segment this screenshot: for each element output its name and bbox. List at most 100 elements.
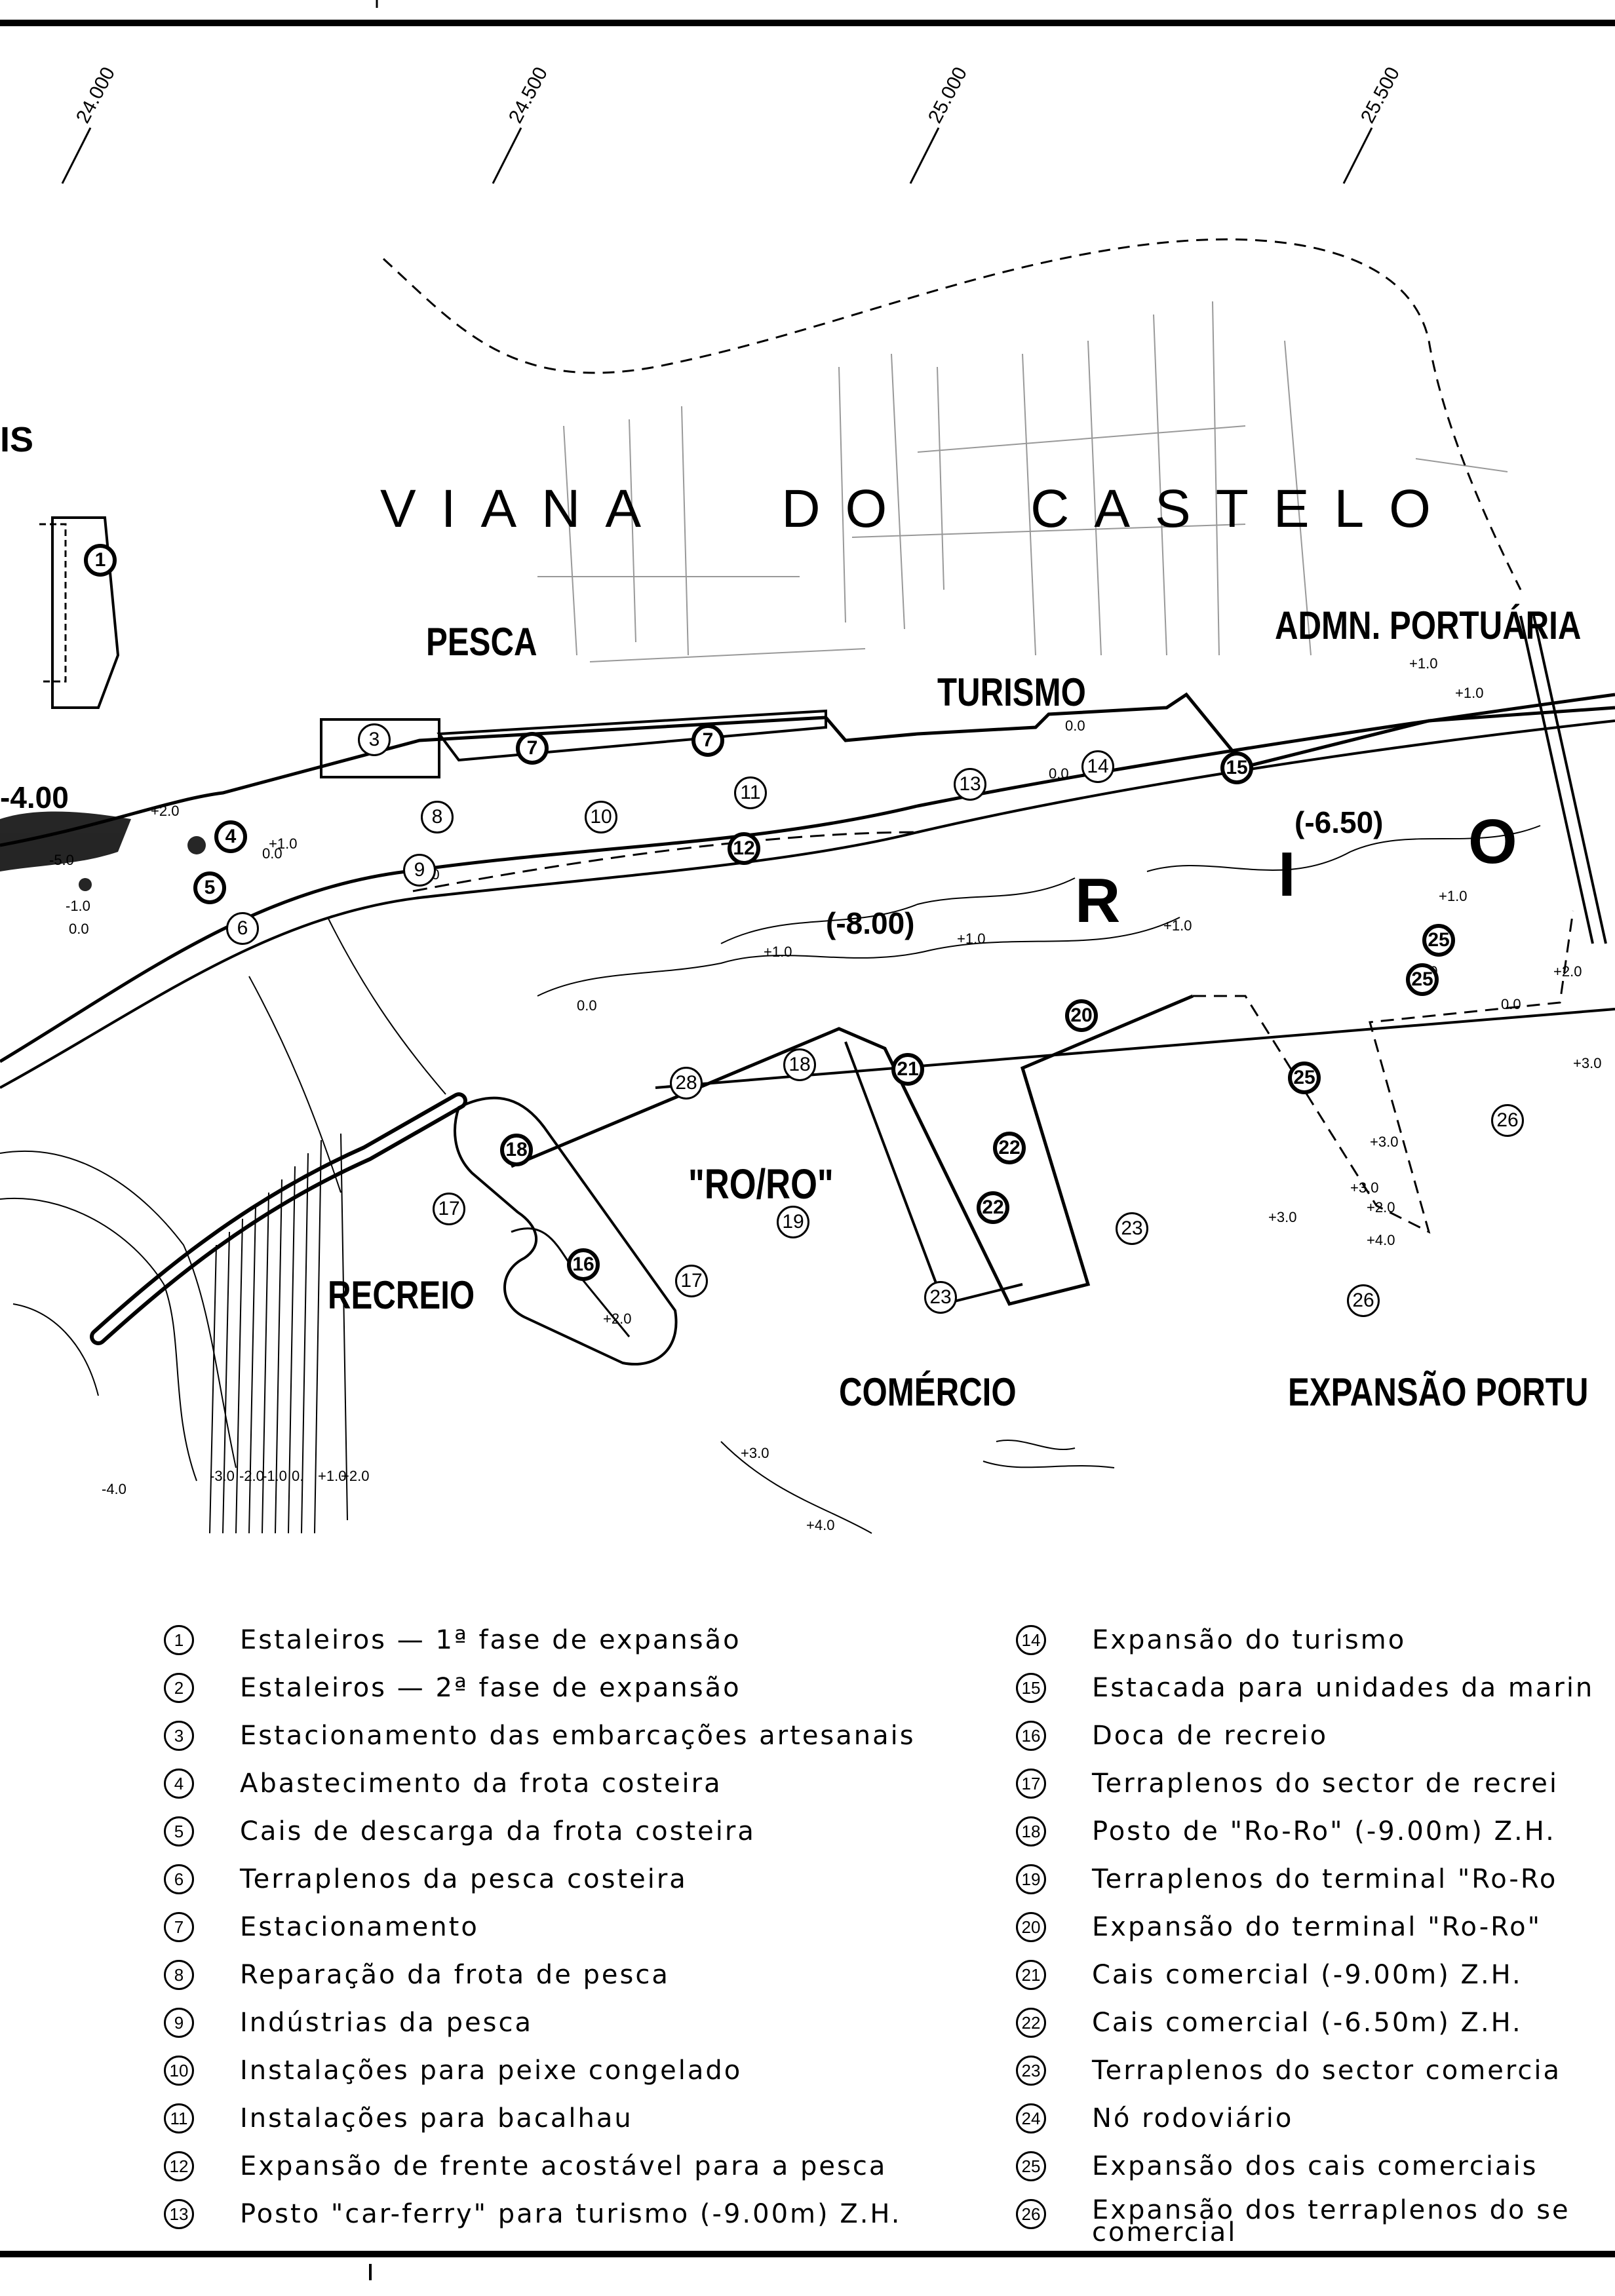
- legend-text: Cais comercial (-6.50m) Z.H.: [1092, 2008, 1523, 2038]
- south-bank-hatching: [209, 1133, 348, 1534]
- legend-item: 5 Cais de descarga da frota costeira: [164, 1816, 756, 1846]
- urban-boundary: [382, 238, 1522, 590]
- legend-number: 5: [164, 1816, 194, 1846]
- map-marker: 25: [1422, 924, 1455, 957]
- sounding: +2.0: [1367, 1199, 1395, 1215]
- legend-number: 22: [1016, 2008, 1046, 2038]
- legend-text: Estaleiros — 1ª fase de expansão: [240, 1625, 741, 1655]
- legend-text: Estacada para unidades da marin: [1092, 1673, 1595, 1703]
- legend-number: 7: [164, 1912, 194, 1942]
- legend-item: 18 Posto de "Ro-Ro" (-9.00m) Z.H.: [1016, 1816, 1556, 1846]
- sector-label-admin: ADMN. PORTUÁRIA: [1275, 603, 1582, 647]
- breakwater-core: [94, 1096, 463, 1341]
- commercial-quay-pier-a: [844, 1041, 1023, 1306]
- map-marker: 20: [1065, 999, 1098, 1032]
- legend-text: Cais comercial (-9.00m) Z.H.: [1092, 1960, 1523, 1990]
- map-marker: 3: [358, 723, 391, 756]
- legend-number: 3: [164, 1721, 194, 1751]
- legend-number: 10: [164, 2056, 194, 2086]
- sounding: +3.0: [1268, 1209, 1297, 1225]
- map-marker: 22: [993, 1132, 1026, 1164]
- sounding: 0.0: [262, 845, 282, 862]
- map-marker: 23: [1116, 1212, 1148, 1245]
- sounding: +1.0: [1455, 685, 1484, 701]
- commercial-quay-front: [511, 994, 1194, 1306]
- map-marker: 14: [1081, 750, 1114, 783]
- sounding: +2.0: [1553, 963, 1582, 980]
- river-letter-r: R: [1075, 866, 1121, 936]
- legend-text: Expansão do terminal "Ro-Ro": [1092, 1912, 1542, 1942]
- sounding: 0.0: [577, 997, 597, 1014]
- sounding: 0.0: [1065, 718, 1085, 734]
- map-marker: 16: [567, 1248, 600, 1281]
- legend-item: 22 Cais comercial (-6.50m) Z.H.: [1016, 2008, 1523, 2038]
- expansion-line-dashed: [412, 831, 918, 892]
- legend-text: Nó rodoviário: [1092, 2103, 1294, 2133]
- legend-number: 23: [1016, 2056, 1046, 2086]
- river-letter-o: O: [1468, 807, 1517, 877]
- map-marker: 13: [954, 768, 986, 801]
- map-marker: 8: [421, 801, 454, 833]
- legend-text: Abastecimento da frota costeira: [240, 1769, 722, 1799]
- legend-text: Expansão do turismo: [1092, 1625, 1407, 1655]
- legend-number: 21: [1016, 1960, 1046, 1990]
- sounding: -3.0: [210, 1468, 235, 1484]
- sounding: -4.0: [102, 1481, 126, 1497]
- city-streets: [537, 301, 1508, 662]
- left-edge-label: IS: [0, 420, 34, 459]
- coordinate-ticks: [61, 127, 1373, 184]
- map-marker: 18: [500, 1134, 533, 1166]
- sector-label-pesca: PESCA: [426, 620, 537, 664]
- map-marker: 1: [84, 544, 117, 577]
- legend-text: Posto de "Ro-Ro" (-9.00m) Z.H.: [1092, 1816, 1556, 1846]
- bridge: [1519, 615, 1607, 944]
- legend-text: Posto "car-ferry" para turismo (-9.00m) …: [240, 2199, 902, 2229]
- bottom-frame-rule: [0, 2251, 1615, 2257]
- legend-text: Doca de recreio: [1092, 1721, 1329, 1751]
- riverside-road-inner: [0, 719, 1615, 1089]
- marina-basin: [454, 1096, 678, 1366]
- sounding: +1.0: [318, 1468, 347, 1484]
- sounding: 0.0: [1049, 765, 1069, 782]
- map-marker: 26: [1491, 1104, 1524, 1137]
- legend-number: 18: [1016, 1816, 1046, 1846]
- legend-text: Expansão dos terraplenos do se comercial: [1092, 2195, 1570, 2248]
- legend-number: 15: [1016, 1673, 1046, 1703]
- sounding: +2.0: [341, 1468, 370, 1484]
- legend-text: Indústrias da pesca: [240, 2008, 533, 2038]
- legend-number: 14: [1016, 1625, 1046, 1655]
- sounding: -2.0: [239, 1468, 264, 1484]
- legend-text: Expansão de frente acostável para a pesc…: [240, 2151, 887, 2181]
- legend-number: 13: [164, 2199, 194, 2229]
- sounding: +4.0: [806, 1517, 835, 1533]
- shipyard-dock-inner: [39, 523, 67, 683]
- sector-label-comercio: COMÉRCIO: [839, 1370, 1017, 1414]
- legend-text: Cais de descarga da frota costeira: [240, 1816, 756, 1846]
- map-marker: 17: [675, 1265, 708, 1297]
- sounding: -1.0: [66, 898, 90, 914]
- riverside-road-outer: [0, 693, 1615, 1063]
- depth-contours: [0, 825, 1541, 1534]
- sounding: -5.0: [49, 852, 74, 868]
- legend-number: 6: [164, 1864, 194, 1894]
- sounding: +3.0: [1370, 1134, 1399, 1150]
- legend-item: 14 Expansão do turismo: [1016, 1625, 1406, 1655]
- depth-label-650: (-6.50): [1294, 805, 1384, 839]
- west-bank: [0, 811, 206, 891]
- legend-number: 16: [1016, 1721, 1046, 1751]
- legend-text: Terraplenos do terminal "Ro-Ro: [1092, 1864, 1558, 1894]
